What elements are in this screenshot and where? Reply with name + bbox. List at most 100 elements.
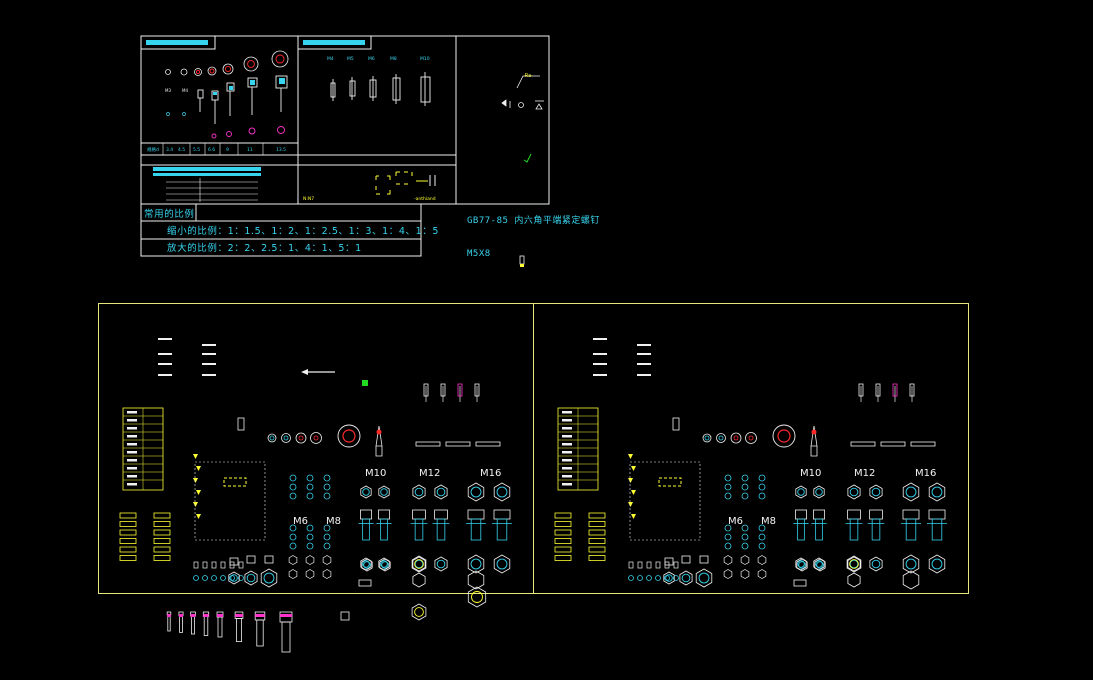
bolt-shank xyxy=(203,616,209,636)
svg-text:M4: M4 xyxy=(182,88,188,93)
symbol-caption: N:N7 xyxy=(303,196,314,202)
small-nut xyxy=(289,542,297,550)
legend-mark xyxy=(637,353,651,355)
bar-stock xyxy=(475,441,501,447)
small-nut xyxy=(741,474,749,482)
legend-mark xyxy=(202,374,216,376)
check-mark-icon xyxy=(523,153,532,163)
small-bolt xyxy=(193,561,199,569)
legend-mark xyxy=(202,353,216,355)
bolt-icon xyxy=(847,509,861,520)
small-nut xyxy=(724,533,732,541)
bolt-head-mark xyxy=(217,614,223,617)
yellow-block xyxy=(153,512,171,519)
nut-bore xyxy=(797,488,805,496)
bolt-icon xyxy=(795,509,808,520)
small-washer xyxy=(229,575,235,581)
small-nut xyxy=(306,492,314,500)
bolt-head xyxy=(264,555,274,564)
small-nut xyxy=(724,492,732,500)
yellow-block xyxy=(554,555,572,561)
eye-bolt-icon xyxy=(772,424,796,448)
bolt-head-mark xyxy=(190,614,196,617)
hex-nut-icon xyxy=(412,572,426,588)
table-cell-text xyxy=(127,451,137,454)
bolt-head xyxy=(664,557,674,566)
hex-nut-icon xyxy=(467,554,485,574)
round-nut xyxy=(295,432,307,444)
hex-nut-icon xyxy=(493,482,511,502)
round-nut-bore xyxy=(733,435,739,441)
legend-mark xyxy=(637,363,651,365)
nut-bore xyxy=(816,561,824,569)
round-nut-bore xyxy=(748,435,754,441)
nut-bore xyxy=(849,559,859,569)
nut-bore xyxy=(871,487,881,497)
weld-mark xyxy=(193,454,198,459)
hex-nut-icon xyxy=(305,569,315,579)
hex-nut-icon xyxy=(847,556,861,572)
yellow-block xyxy=(588,538,606,544)
bolt-shank xyxy=(281,621,291,653)
scale-reduce-line: 缩小的比例：1：1.5、1：2、1：2.5、1：3、1：4、1：5 xyxy=(167,225,439,237)
bolt-shank xyxy=(905,518,917,541)
small-nut xyxy=(323,533,331,541)
hex-nut-icon xyxy=(928,482,946,502)
bolt-shank xyxy=(931,518,943,541)
hex-nut-icon xyxy=(847,484,861,500)
legend-mark xyxy=(593,374,607,376)
symbol-caption: -anthiand xyxy=(414,196,436,202)
hex-nut-icon xyxy=(869,484,883,500)
nut-bore xyxy=(496,558,508,570)
square-nut xyxy=(358,579,372,587)
bolt-shank xyxy=(256,619,264,647)
small-nut xyxy=(323,474,331,482)
svg-text:M3: M3 xyxy=(165,88,171,93)
nut-bore xyxy=(665,574,673,582)
title-cell-bar xyxy=(153,167,261,171)
hex-nut-icon xyxy=(663,571,675,585)
nut-bore xyxy=(414,487,424,497)
hex-nut-icon xyxy=(322,569,332,579)
square-nut xyxy=(793,579,807,587)
small-nut xyxy=(323,492,331,500)
title-cell-bar xyxy=(153,173,261,176)
table-cell-text xyxy=(127,443,137,446)
bar-stock xyxy=(415,441,441,447)
bolt-icon xyxy=(813,509,826,520)
legend-mark xyxy=(593,353,607,355)
nut-bore xyxy=(436,559,446,569)
bar-stock xyxy=(880,441,906,447)
table-cell-text xyxy=(562,411,572,414)
legend-mark xyxy=(202,363,216,365)
bolt-shank xyxy=(871,518,881,541)
nut-bore xyxy=(496,486,508,498)
bolt-icon xyxy=(902,509,920,520)
round-nut xyxy=(281,433,291,443)
small-nut xyxy=(741,542,749,550)
yellow-block xyxy=(119,521,137,527)
small-nut xyxy=(289,524,297,532)
bolt-shank xyxy=(179,615,183,633)
title-block-rows xyxy=(166,178,258,202)
hex-nut-icon xyxy=(902,554,920,574)
small-nut xyxy=(724,474,732,482)
small-nut xyxy=(724,483,732,491)
nut-bore xyxy=(798,561,806,569)
hex-nut-icon xyxy=(411,555,427,573)
bolt-icon xyxy=(434,509,448,520)
table-cell-text xyxy=(562,435,572,438)
top-title-block xyxy=(140,35,550,205)
round-nut xyxy=(745,432,757,444)
hex-nut-icon xyxy=(795,485,807,499)
yellow-block xyxy=(588,521,606,527)
bolt-shank xyxy=(797,518,805,541)
svg-text:M10: M10 xyxy=(420,56,430,62)
yellow-block xyxy=(119,555,137,561)
nut-bore xyxy=(380,560,388,568)
weld-mark xyxy=(631,514,636,519)
yellow-block xyxy=(153,521,171,527)
small-nut xyxy=(289,483,297,491)
hex-nut-icon xyxy=(378,557,390,571)
hex-nut-icon xyxy=(360,485,372,499)
